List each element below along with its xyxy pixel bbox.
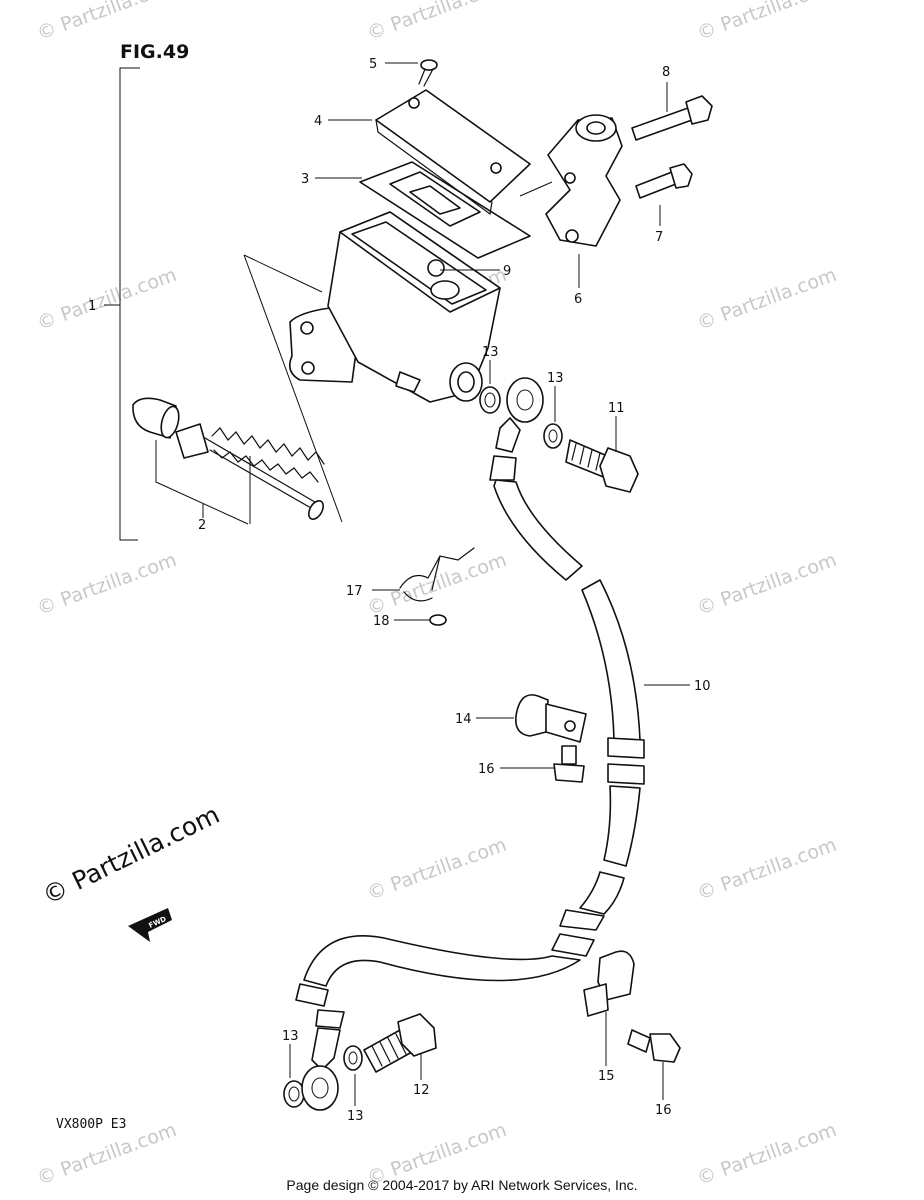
guide-line (243, 254, 323, 293)
guide-line (519, 181, 553, 197)
callout-labels: 1 2 3 4 5 6 7 8 9 10 11 12 13 13 13 13 1… (88, 57, 711, 1124)
callout-13: 13 (347, 1109, 364, 1124)
figure-title: FIG.49 (120, 41, 189, 63)
callout-13: 13 (547, 371, 564, 386)
callout-8: 8 (662, 65, 670, 80)
guide-line (243, 254, 343, 523)
diaphragm-center (409, 185, 461, 215)
callout-16: 16 (478, 762, 495, 777)
cap-screw-hole (490, 162, 502, 174)
brake-hose (295, 377, 645, 1111)
union-bolt-lower (363, 1013, 437, 1073)
watermark: © Partzilla.com (694, 834, 839, 905)
hose-clamp (514, 694, 587, 743)
callout-3: 3 (301, 172, 309, 187)
master-cylinder-body (289, 211, 501, 403)
leader-lines (289, 62, 690, 1106)
sealing-washer (479, 386, 501, 414)
sealing-washer (543, 423, 563, 449)
callout-14: 14 (455, 712, 472, 727)
watermark: © Partzilla.com (694, 264, 839, 335)
clamp-bolt-upper (553, 745, 585, 783)
callout-4: 4 (314, 114, 322, 129)
hose-bracket (583, 950, 635, 1017)
long-bolt (631, 95, 713, 141)
callout-6: 6 (574, 292, 582, 307)
watermark: © Partzilla.com (34, 0, 179, 45)
short-bolt (635, 163, 693, 199)
handlebar-clamp (545, 114, 623, 247)
sealing-washer (283, 1080, 305, 1108)
model-code: VX800P E3 (56, 1117, 126, 1132)
watermark: © Partzilla.com (34, 549, 179, 620)
watermark: © Partzilla.com (694, 0, 839, 45)
callout-13: 13 (282, 1029, 299, 1044)
forward-arrow-icon: FWD (128, 908, 172, 942)
callout-5: 5 (369, 57, 377, 72)
callout-13: 13 (482, 345, 499, 360)
watermark-large: © Partzilla.com (38, 800, 224, 911)
page-footer: Page design © 2004-2017 by ARI Network S… (286, 1177, 637, 1193)
callout-17: 17 (346, 584, 363, 599)
callout-16: 16 (655, 1103, 672, 1118)
clamp-bolt-lower (627, 1029, 681, 1063)
reservoir-cap-edge (375, 119, 493, 216)
assembly-bracket (104, 67, 140, 541)
callout-18: 18 (373, 614, 390, 629)
cap-screw (418, 59, 438, 87)
watermark: © Partzilla.com (364, 834, 509, 905)
piston-kit (132, 397, 325, 525)
callout-15: 15 (598, 1069, 615, 1084)
watermark: © Partzilla.com (364, 0, 509, 45)
watermark: © Partzilla.com (364, 549, 509, 620)
sealing-washer (343, 1045, 363, 1071)
callout-12: 12 (413, 1083, 430, 1098)
callout-10: 10 (694, 679, 711, 694)
cap-screw-hole (408, 97, 420, 109)
callout-7: 7 (655, 230, 663, 245)
callout-2: 2 (198, 518, 206, 533)
callout-1: 1 (88, 299, 96, 314)
callout-9: 9 (503, 264, 511, 279)
small-screw (427, 259, 445, 277)
callout-11: 11 (608, 401, 625, 416)
watermark: © Partzilla.com (694, 1119, 839, 1190)
watermark: © Partzilla.com (694, 549, 839, 620)
watermark: © Partzilla.com (34, 264, 179, 335)
union-bolt-upper (565, 439, 639, 493)
